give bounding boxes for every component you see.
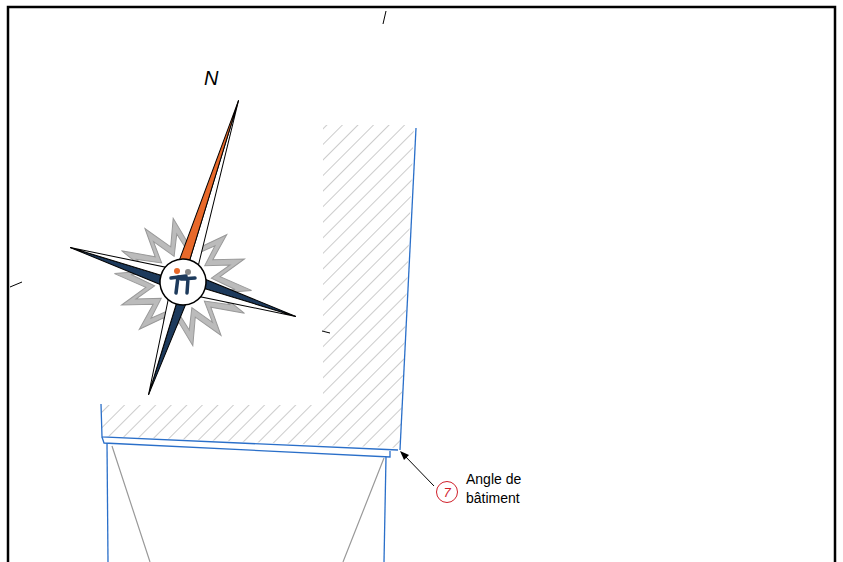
roof-line	[112, 446, 384, 562]
building-line	[107, 443, 108, 562]
leader-arrow	[400, 451, 409, 460]
building-line	[102, 437, 390, 457]
map-frame	[8, 7, 835, 562]
leader-line	[404, 455, 434, 486]
grid-tick	[10, 282, 22, 287]
building-line	[384, 457, 386, 562]
callout-number: 7	[443, 486, 450, 499]
compass-rose	[36, 66, 352, 430]
callout-circle: 7	[436, 481, 458, 503]
logo	[171, 268, 195, 293]
building-line	[400, 128, 416, 450]
grid-tick	[383, 11, 386, 24]
callout-label: Angle de bâtiment	[466, 470, 526, 508]
building-line	[101, 404, 398, 450]
north-label: N	[204, 67, 218, 90]
